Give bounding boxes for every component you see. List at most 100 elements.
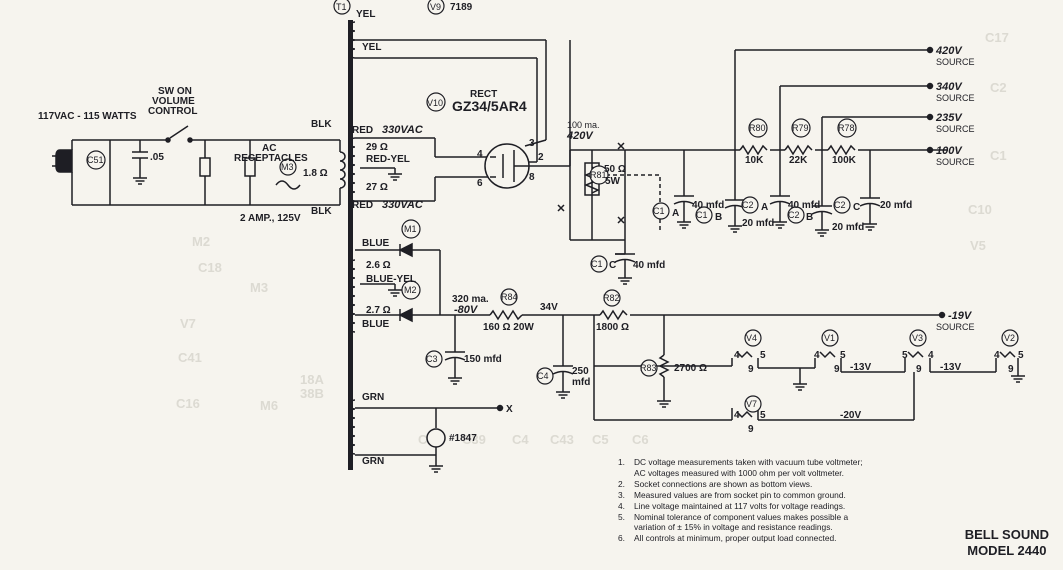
winding-ohm: 2.6 Ω bbox=[366, 260, 391, 271]
pin-label: 9 bbox=[1008, 364, 1014, 375]
voltage-label: 34V bbox=[540, 302, 558, 313]
c1b-suffix: B bbox=[715, 212, 722, 223]
note-number: 4. bbox=[618, 500, 625, 511]
c1a-value: 40 mfd bbox=[692, 200, 724, 211]
note-row: variation of ± 15% in voltage and resist… bbox=[618, 522, 948, 533]
source-235v: 235V bbox=[935, 112, 963, 124]
v10-label: V10 bbox=[427, 98, 443, 108]
c1c-value: 40 mfd bbox=[633, 260, 665, 271]
yel-label: YEL bbox=[356, 9, 375, 20]
pin-label: 4 bbox=[734, 410, 740, 421]
note-number: 3. bbox=[618, 489, 625, 500]
note-number: 5. bbox=[618, 511, 625, 522]
ghost-label: C10 bbox=[968, 202, 992, 217]
note-row: 5. Nominal tolerance of component values … bbox=[618, 512, 948, 523]
note-text: Nominal tolerance of component values ma… bbox=[634, 511, 849, 522]
v9-type: 7189 bbox=[450, 2, 473, 13]
note-text: Socket connections are shown as bottom v… bbox=[634, 478, 813, 489]
winding-ohm: 2.7 Ω bbox=[366, 305, 391, 316]
fuse-label: 2 AMP., 125V bbox=[240, 213, 301, 224]
c1a-suffix: A bbox=[672, 208, 679, 219]
note-row: 2. Socket connections are shown as bottom… bbox=[618, 479, 948, 490]
note-text: Measured values are from socket pin to c… bbox=[634, 489, 846, 500]
r80-label: R80 bbox=[749, 123, 766, 133]
ghost-label: V5 bbox=[970, 238, 986, 253]
blk-label: BLK bbox=[311, 119, 332, 130]
r79-value: 22K bbox=[789, 155, 808, 166]
pin-label: 9 bbox=[748, 424, 754, 435]
note-number: 2. bbox=[618, 478, 625, 489]
c51-value: .05 bbox=[150, 152, 164, 163]
model-title: BELL SOUND MODEL 2440 bbox=[965, 527, 1049, 559]
c2c-label: C2 bbox=[834, 200, 846, 210]
primary-ohm: 1.8 Ω bbox=[303, 168, 328, 179]
ghost-label: M6 bbox=[260, 398, 278, 413]
note-row: 6.All controls at minimum, proper output… bbox=[618, 533, 948, 544]
ghost-label: C4 bbox=[512, 432, 529, 447]
lamp-label: #1847 bbox=[449, 433, 477, 444]
note-text: AC voltages measured with 1000 ohm per v… bbox=[634, 467, 844, 478]
ac-plug bbox=[52, 149, 73, 173]
red-voltage: 330VAC bbox=[382, 124, 424, 136]
r78-label: R78 bbox=[838, 123, 855, 133]
blue-label: BLUE bbox=[362, 319, 390, 330]
r81-label: R81 bbox=[590, 170, 607, 180]
v1-label: V1 bbox=[824, 333, 835, 343]
voltage-label: -20V bbox=[840, 410, 861, 421]
winding-ohm: 27 Ω bbox=[366, 182, 388, 193]
c2a-label: C2 bbox=[742, 200, 754, 210]
c2c-suffix: C bbox=[853, 202, 860, 213]
grn-label: GRN bbox=[362, 456, 384, 467]
m2-label: M2 bbox=[404, 285, 417, 295]
rect-label: RECT bbox=[470, 89, 497, 100]
pin-label: 4 bbox=[994, 350, 1000, 361]
m1-label: M1 bbox=[404, 224, 417, 234]
note-row: 3. Measured values are from socket pin to… bbox=[618, 490, 948, 501]
pin-label: 4 bbox=[814, 350, 820, 361]
pin-label: 3 bbox=[529, 138, 535, 149]
r80-value: 10K bbox=[745, 155, 764, 166]
ghost-label: M2 bbox=[192, 234, 210, 249]
note-number: 1. bbox=[618, 457, 625, 467]
voltage-label: 420V bbox=[566, 130, 594, 142]
current-label: 100 ma. bbox=[567, 120, 600, 130]
c2b-label: C2 bbox=[788, 210, 800, 220]
note-row: 1.DC voltage measurements taken with vac… bbox=[618, 457, 948, 468]
v4-label: V4 bbox=[746, 333, 757, 343]
yel-label: YEL bbox=[362, 42, 381, 53]
c4-label: C4 bbox=[537, 371, 549, 381]
v10-type: GZ34/5AR4 bbox=[452, 98, 527, 114]
voltage-label: -13V bbox=[850, 362, 871, 373]
note-row: AC voltages measured with 1000 ohm per v… bbox=[618, 468, 948, 479]
c1c-label: C1 bbox=[591, 259, 603, 269]
c3-value: 150 mfd bbox=[464, 354, 502, 365]
source-label: SOURCE bbox=[936, 57, 975, 67]
v7-label: V7 bbox=[746, 399, 757, 409]
source-label: SOURCE bbox=[936, 322, 975, 332]
c2b-suffix: B bbox=[806, 212, 813, 223]
red-voltage: 330VAC bbox=[382, 199, 424, 211]
winding-ohm: 29 Ω bbox=[366, 142, 388, 153]
r79-label: R79 bbox=[792, 123, 809, 133]
ghost-label: C17 bbox=[985, 30, 1009, 45]
r78-value: 100K bbox=[832, 155, 857, 166]
c2a-value: 40 mfd bbox=[788, 200, 820, 211]
pin-label: 4 bbox=[734, 350, 740, 361]
note-text: Line voltage maintained at 117 volts for… bbox=[634, 500, 846, 511]
x-terminal-label: X bbox=[506, 404, 513, 415]
c2b-value: 20 mfd bbox=[832, 222, 864, 233]
c1a-label: C1 bbox=[653, 206, 665, 216]
background-ghost-labels: C17 C2 C1 C18 M2 M3 V7 C41 C16 C3 C39 C4… bbox=[176, 30, 1009, 447]
ghost-label: C1 bbox=[990, 148, 1007, 163]
red-label: RED bbox=[352, 200, 373, 211]
current-label: 320 ma. bbox=[452, 294, 489, 305]
ghost-label: M3 bbox=[250, 280, 268, 295]
source-label: SOURCE bbox=[936, 93, 975, 103]
c1b-value: 20 mfd bbox=[742, 218, 774, 229]
pin-label: 5 bbox=[1018, 350, 1024, 361]
ghost-label: C2 bbox=[990, 80, 1007, 95]
pin-label: 6 bbox=[477, 178, 483, 189]
r84-value: 160 Ω 20W bbox=[483, 322, 534, 333]
c2c-value: 20 mfd bbox=[880, 200, 912, 211]
